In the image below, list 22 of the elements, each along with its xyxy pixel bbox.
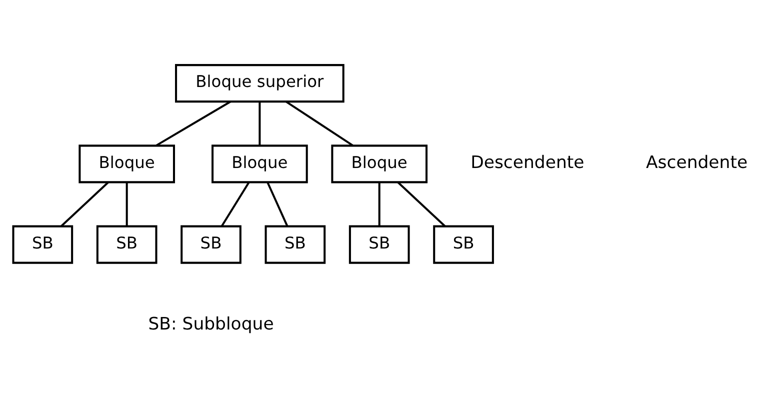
node-box: SB (96, 225, 158, 264)
node-box: Bloque (331, 144, 428, 184)
node-box: SB (348, 225, 410, 264)
connector (378, 182, 380, 226)
connector (126, 182, 128, 226)
label: Ascendente (646, 153, 748, 174)
connector (397, 182, 446, 227)
node-box: SB (12, 225, 74, 264)
connector (156, 100, 232, 146)
node-box: SB (180, 225, 242, 264)
label: SB: Subbloque (148, 314, 274, 334)
connector (258, 102, 261, 146)
label: Descendente (470, 153, 584, 174)
node-box: SB (433, 225, 494, 264)
node-box: Bloque superior (175, 64, 344, 103)
connector (266, 182, 288, 227)
connector (285, 100, 354, 146)
node-box: Bloque (212, 144, 308, 184)
node-box: SB (264, 225, 326, 264)
node-box: Bloque (78, 144, 175, 184)
connector (220, 182, 250, 227)
connector (60, 182, 109, 227)
